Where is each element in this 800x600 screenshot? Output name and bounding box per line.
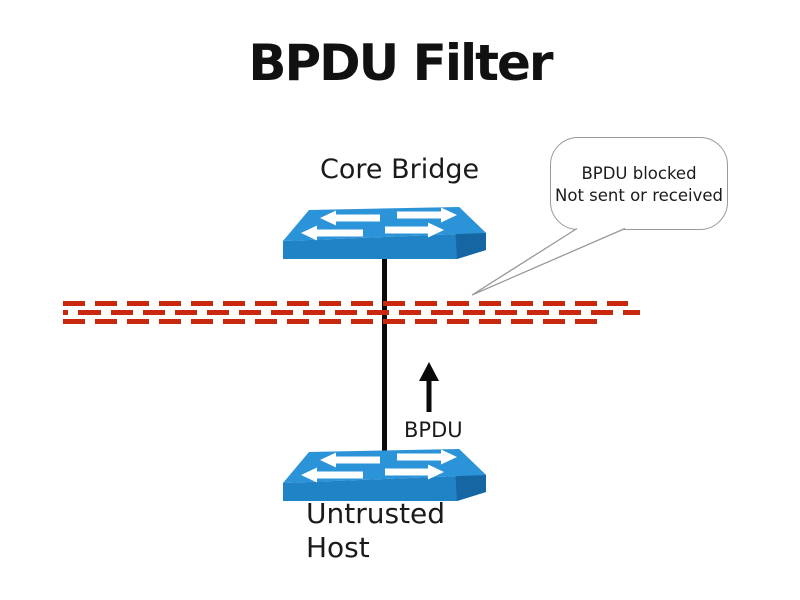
- switch-left-arrow-icon: [301, 225, 363, 241]
- core-bridge-switch-icon: [283, 207, 486, 259]
- switch-right-arrow-icon: [385, 464, 444, 480]
- bpdu-arrow-label: BPDU: [404, 418, 463, 442]
- switch-left-arrow-icon: [320, 452, 380, 468]
- switch-right-arrow-icon: [385, 222, 444, 238]
- callout-tail: [471, 227, 626, 296]
- switch-front-face: [283, 475, 486, 501]
- untrusted-host-label: Untrusted Host: [306, 497, 446, 564]
- link-line: [382, 256, 387, 453]
- core-bridge-label: Core Bridge: [320, 154, 480, 185]
- barrier-dash-row: [63, 319, 604, 324]
- switch-front-face: [283, 233, 486, 259]
- bpdu-filter-barrier: [63, 301, 643, 324]
- callout-bubble: BPDU blocked Not sent or received: [550, 137, 728, 230]
- barrier-dash-row: [63, 310, 640, 315]
- callout-text-line1: BPDU blocked: [581, 163, 697, 183]
- switch-left-arrow-icon: [320, 210, 380, 226]
- callout-text-line2: Not sent or received: [555, 185, 723, 205]
- diagram-title: BPDU Filter: [248, 34, 553, 92]
- barrier-dash-row: [63, 301, 628, 306]
- switch-right-arrow-icon: [397, 207, 457, 223]
- untrusted-host-switch-icon: [283, 449, 486, 501]
- bpdu-arrow-icon: [419, 362, 439, 412]
- switch-left-arrow-icon: [301, 467, 363, 483]
- switch-right-arrow-icon: [397, 449, 457, 465]
